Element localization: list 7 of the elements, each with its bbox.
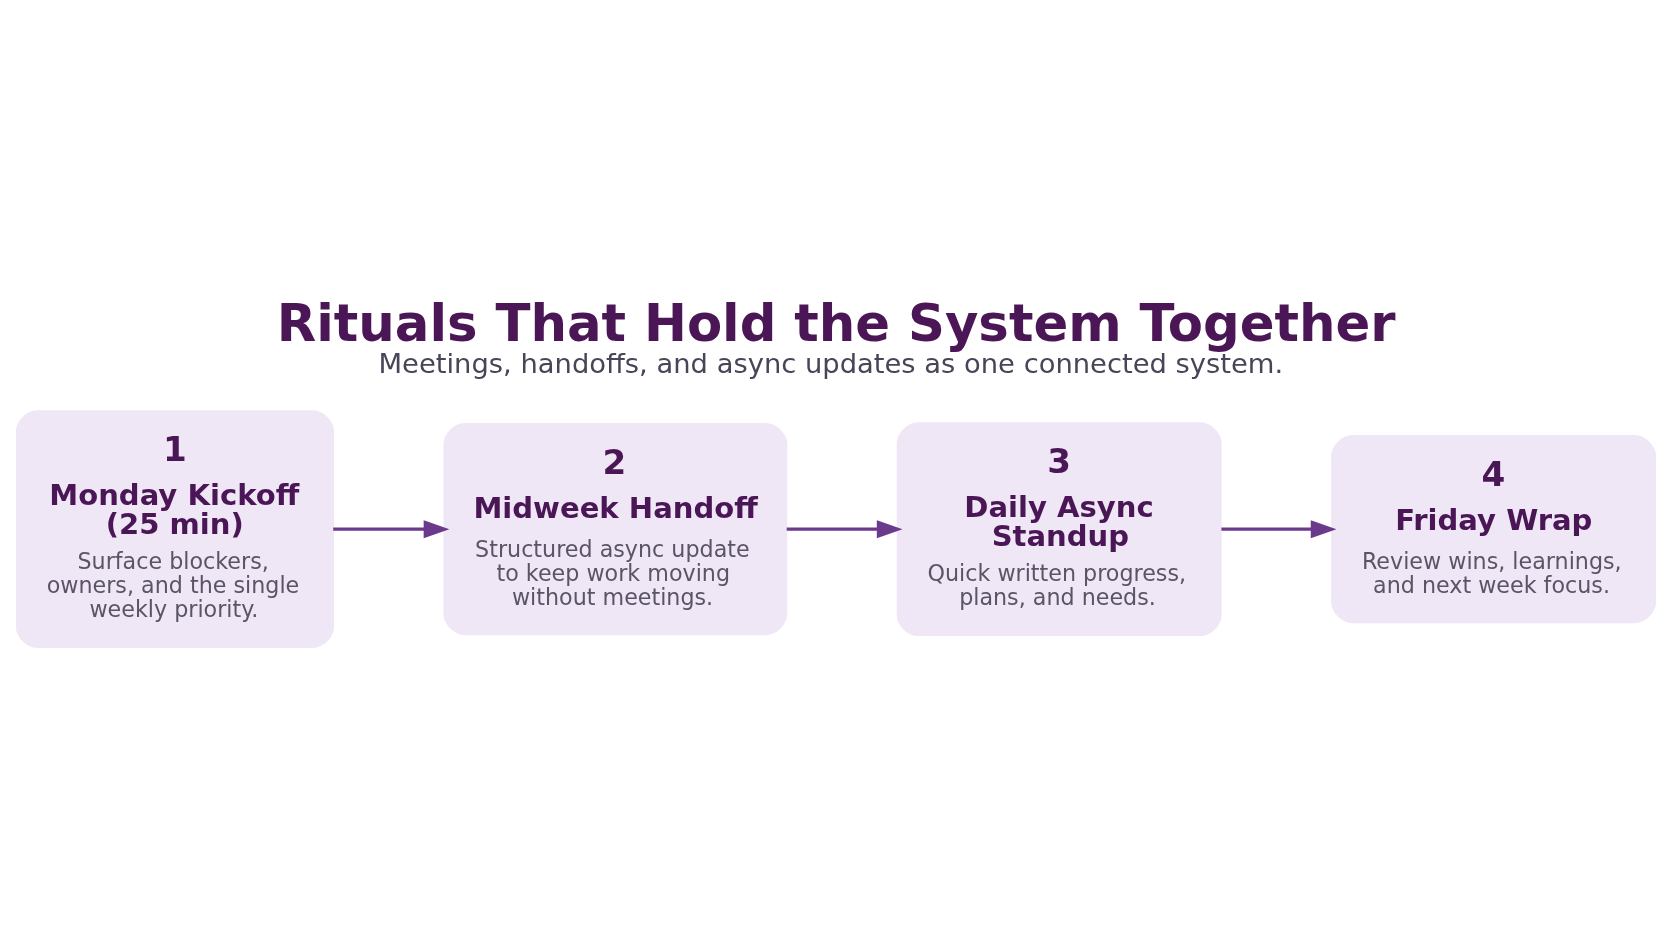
node-box: 2 Midweek Handoff Structured async update to keep work moving without meetings. bbox=[443, 422, 788, 635]
node-box: 4 Friday Wrap Review wins, learnings, and next week focus. bbox=[1331, 434, 1657, 623]
arrow bbox=[333, 519, 450, 538]
node-box: 3 Daily Async Standup Quick written progress, plans, and needs. bbox=[896, 421, 1222, 636]
arrow bbox=[786, 519, 903, 538]
node-box: 1 Monday Kickoff (25 min) Surface blockers, owners, and the single weekly priority. bbox=[15, 409, 335, 648]
arrow bbox=[1221, 519, 1337, 538]
